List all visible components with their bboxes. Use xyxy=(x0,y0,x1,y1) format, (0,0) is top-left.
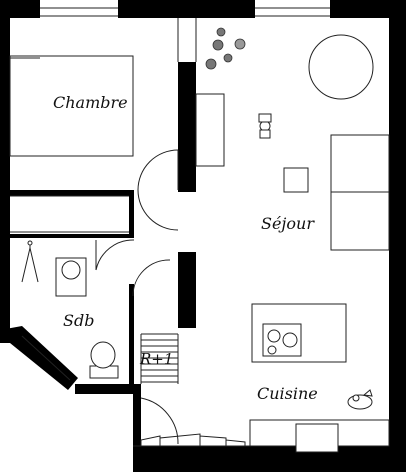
wall-bath-bottom xyxy=(75,384,141,394)
stairs xyxy=(140,333,179,384)
room-label-living: Séjour xyxy=(261,214,315,233)
wall-bottom xyxy=(133,446,389,472)
wall-bath-right xyxy=(129,284,134,394)
wall-right xyxy=(389,0,406,472)
wall-top-middle xyxy=(118,0,255,18)
shower-icon xyxy=(21,244,39,283)
wall-closet-right xyxy=(129,190,134,238)
bed-icon xyxy=(9,55,134,157)
wall-partition-lower xyxy=(178,252,196,328)
wall-left xyxy=(0,0,10,340)
furniture xyxy=(9,34,390,453)
cat-icon xyxy=(347,389,373,410)
door-bedroom xyxy=(137,149,179,191)
room-label-stairs: R+1 xyxy=(139,350,173,368)
plant-icon xyxy=(205,27,246,70)
door-stairs xyxy=(132,259,171,297)
doors xyxy=(95,149,179,445)
living-cabinet xyxy=(195,93,225,167)
wall-bedroom-bottom xyxy=(10,190,134,196)
wall-stair-left xyxy=(133,384,141,472)
door-entrance xyxy=(140,397,179,445)
wall-bath-corner xyxy=(0,326,78,390)
wall-closet-line xyxy=(10,234,134,238)
kitchen-sink xyxy=(295,423,339,453)
door-living xyxy=(137,189,179,231)
wall-partition-upper xyxy=(178,62,196,192)
table-icon xyxy=(308,34,374,100)
door-bath xyxy=(95,239,135,271)
coffee-table xyxy=(283,167,309,193)
person-icon xyxy=(258,113,272,139)
room-label-bedroom: Chambre xyxy=(53,93,128,112)
wall-top-right xyxy=(330,0,406,18)
windows xyxy=(10,7,330,447)
room-label-bathroom: Sdb xyxy=(63,311,94,330)
room-label-kitchen: Cuisine xyxy=(257,384,318,403)
